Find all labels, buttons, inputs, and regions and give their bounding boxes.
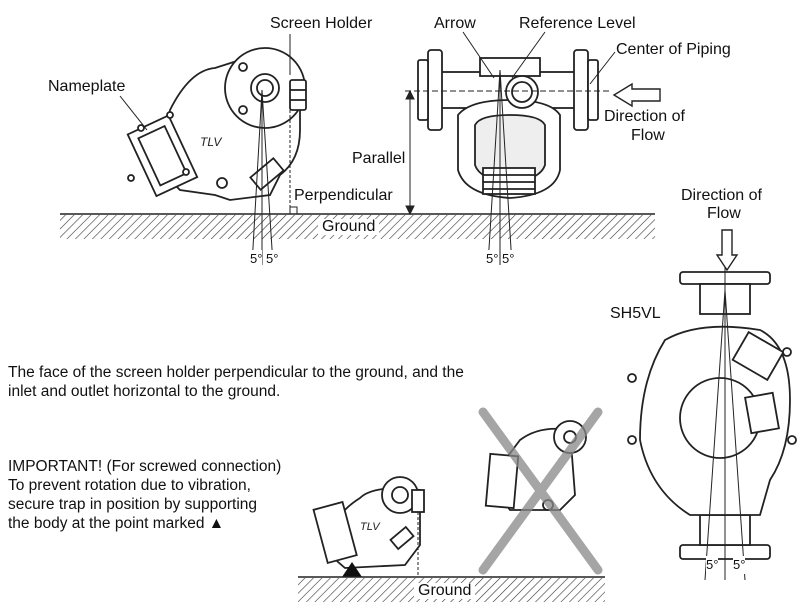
- screen-holder-label: Screen Holder: [270, 15, 373, 32]
- direction-of-flow-label-1b: Flow: [631, 127, 665, 144]
- nameplate-label: Nameplate: [48, 78, 126, 95]
- angle-right-label-1: 5°: [266, 250, 279, 268]
- angle-guides-1: [251, 89, 298, 266]
- direction-of-flow-label-2b: Flow: [707, 205, 741, 222]
- flow-arrow-1: [612, 82, 661, 108]
- trap-side-view: [126, 47, 307, 201]
- brand-mark-1: TLV: [200, 135, 222, 149]
- trap-front-view: [417, 49, 599, 199]
- important-line-4: the body at the point marked ▲: [8, 515, 225, 532]
- trap-supported-view: [312, 476, 425, 569]
- ground-label-2: Ground: [414, 583, 476, 599]
- arrow-label: Arrow: [434, 15, 476, 32]
- support-marker: [342, 562, 362, 577]
- important-note: IMPORTANT! (For screwed connection) To p…: [8, 457, 281, 533]
- important-line-2: To prevent rotation due to vibration,: [8, 477, 251, 494]
- instruction-line-1: The face of the screen holder perpendicu…: [8, 364, 464, 381]
- angle-left-label-2: 5°: [486, 250, 499, 268]
- model-label: SH5VL: [610, 305, 661, 322]
- ground-label-1: Ground: [318, 219, 380, 235]
- incorrect-cross-icon: [478, 407, 603, 575]
- perpendicular-label: Perpendicular: [294, 187, 393, 204]
- direction-of-flow-label-1: Direction of: [604, 108, 685, 125]
- brand-mark-2: TLV: [360, 521, 381, 533]
- angle-left-label-1: 5°: [250, 250, 263, 268]
- important-line-3: secure trap in position by supporting: [8, 496, 258, 513]
- instruction-text: The face of the screen holder perpendicu…: [8, 363, 464, 401]
- angle-right-label-3: 5°: [733, 556, 746, 574]
- angle-left-label-3: 5°: [706, 556, 719, 574]
- parallel-label: Parallel: [352, 150, 406, 167]
- important-line-1: IMPORTANT! (For screwed connection): [8, 458, 282, 475]
- direction-of-flow-label-2: Direction of: [681, 187, 762, 204]
- angle-right-label-2: 5°: [502, 250, 515, 268]
- flow-arrow-2: [715, 229, 739, 272]
- center-of-piping-label: Center of Piping: [616, 41, 731, 58]
- instruction-line-2: inlet and outlet horizontal to the groun…: [8, 383, 281, 400]
- reference-lines-2: [119, 31, 616, 266]
- angle-guides-3: [704, 250, 746, 581]
- reference-level-label: Reference Level: [519, 15, 636, 32]
